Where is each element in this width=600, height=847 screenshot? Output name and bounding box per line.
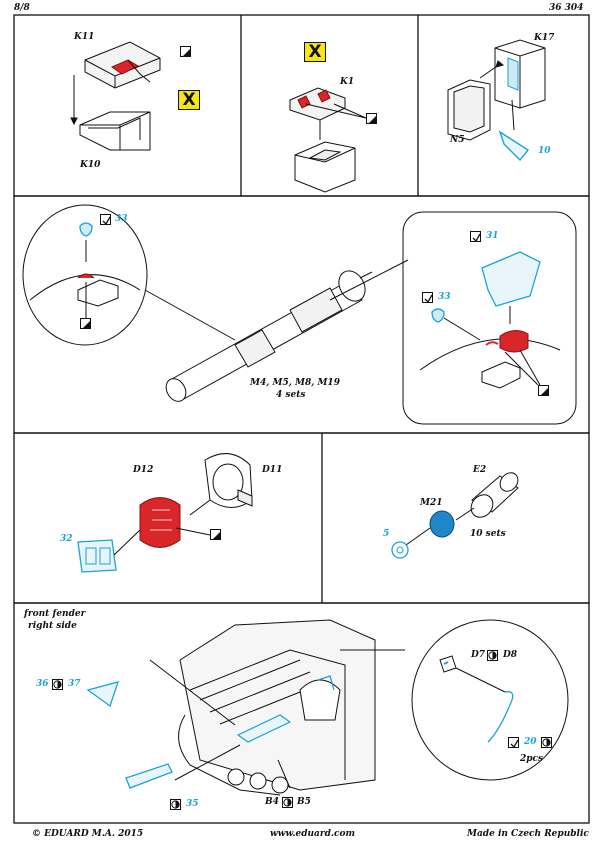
bend-icon (470, 231, 481, 243)
part-label-e2: E2 (473, 465, 487, 475)
fender-detail-callout (411, 619, 569, 781)
bend-icon (508, 737, 519, 749)
pe-label-36: 36 (36, 679, 49, 689)
bracket-drawing (289, 87, 367, 193)
set-code: 36 304 (549, 3, 584, 13)
copyright-text: © EDUARD M.A. 2015 (32, 829, 144, 839)
website-text: www.eduard.com (270, 829, 356, 839)
pe-label-35: 35 (186, 799, 199, 809)
part-label-k10: K10 (80, 160, 101, 170)
hatch-drawing (70, 41, 161, 151)
fold-icon (80, 318, 91, 329)
lamp-drawing (391, 472, 519, 559)
pe-label-20: 20 (524, 737, 537, 747)
pe-label-37: 37 (68, 679, 81, 689)
bend-icon (100, 214, 111, 226)
origin-text: Made in Czech Republic (467, 829, 589, 839)
pe-label-5: 5 (383, 529, 390, 539)
part-label-d7: D7 (471, 650, 486, 660)
fender-title-line1: front fender (24, 609, 86, 619)
right-detail-callout (329, 211, 577, 425)
launcher-tube-drawing (165, 270, 373, 402)
part-label-m21: M21 (420, 498, 443, 508)
part-label-b4: B4 (265, 797, 279, 807)
pe-label-33-left: 33 (115, 214, 128, 224)
half-etch-icon (541, 737, 552, 748)
middle-row-frame (13, 432, 590, 604)
fold-icon (210, 529, 221, 540)
part-label-k1: K1 (340, 77, 355, 87)
part-label-b5: B5 (297, 797, 311, 807)
page-number: 8/8 (14, 3, 30, 13)
half-etch-icon (52, 679, 63, 690)
part-label-d11: D11 (262, 465, 283, 475)
part-label-d12: D12 (133, 465, 154, 475)
fender-frame (13, 602, 590, 824)
fold-icon (538, 385, 549, 396)
pe-label-32: 32 (60, 534, 73, 544)
half-etch-icon (170, 799, 181, 810)
bend-icon (422, 292, 433, 304)
left-detail-callout (22, 204, 236, 346)
part-label-k11: K11 (74, 32, 95, 42)
launcher-caption-models: M4, M5, M8, M19 (250, 378, 340, 388)
quantity-2pcs: 2pcs (520, 754, 544, 764)
quantity-10-sets: 10 sets (470, 529, 506, 539)
remove-mark-x-1: X (178, 90, 200, 110)
fender-drawing (86, 619, 405, 796)
pe-label-31: 31 (486, 231, 499, 241)
launcher-caption-qty: 4 sets (276, 390, 306, 400)
fold-icon (180, 46, 191, 57)
part-label-d8: D8 (503, 650, 518, 660)
pe-label-10: 10 (538, 146, 551, 156)
half-etch-icon (487, 650, 498, 661)
part-label-k17: K17 (534, 33, 555, 43)
pe-label-33-right: 33 (438, 292, 451, 302)
fender-title-line2: right side (28, 621, 77, 631)
part-label-n5: N5 (450, 135, 465, 145)
box-drawing (447, 39, 546, 162)
half-etch-icon (282, 797, 293, 808)
remove-mark-x-2: X (304, 42, 326, 62)
fold-icon (366, 113, 377, 124)
cover-drawing (77, 453, 253, 573)
